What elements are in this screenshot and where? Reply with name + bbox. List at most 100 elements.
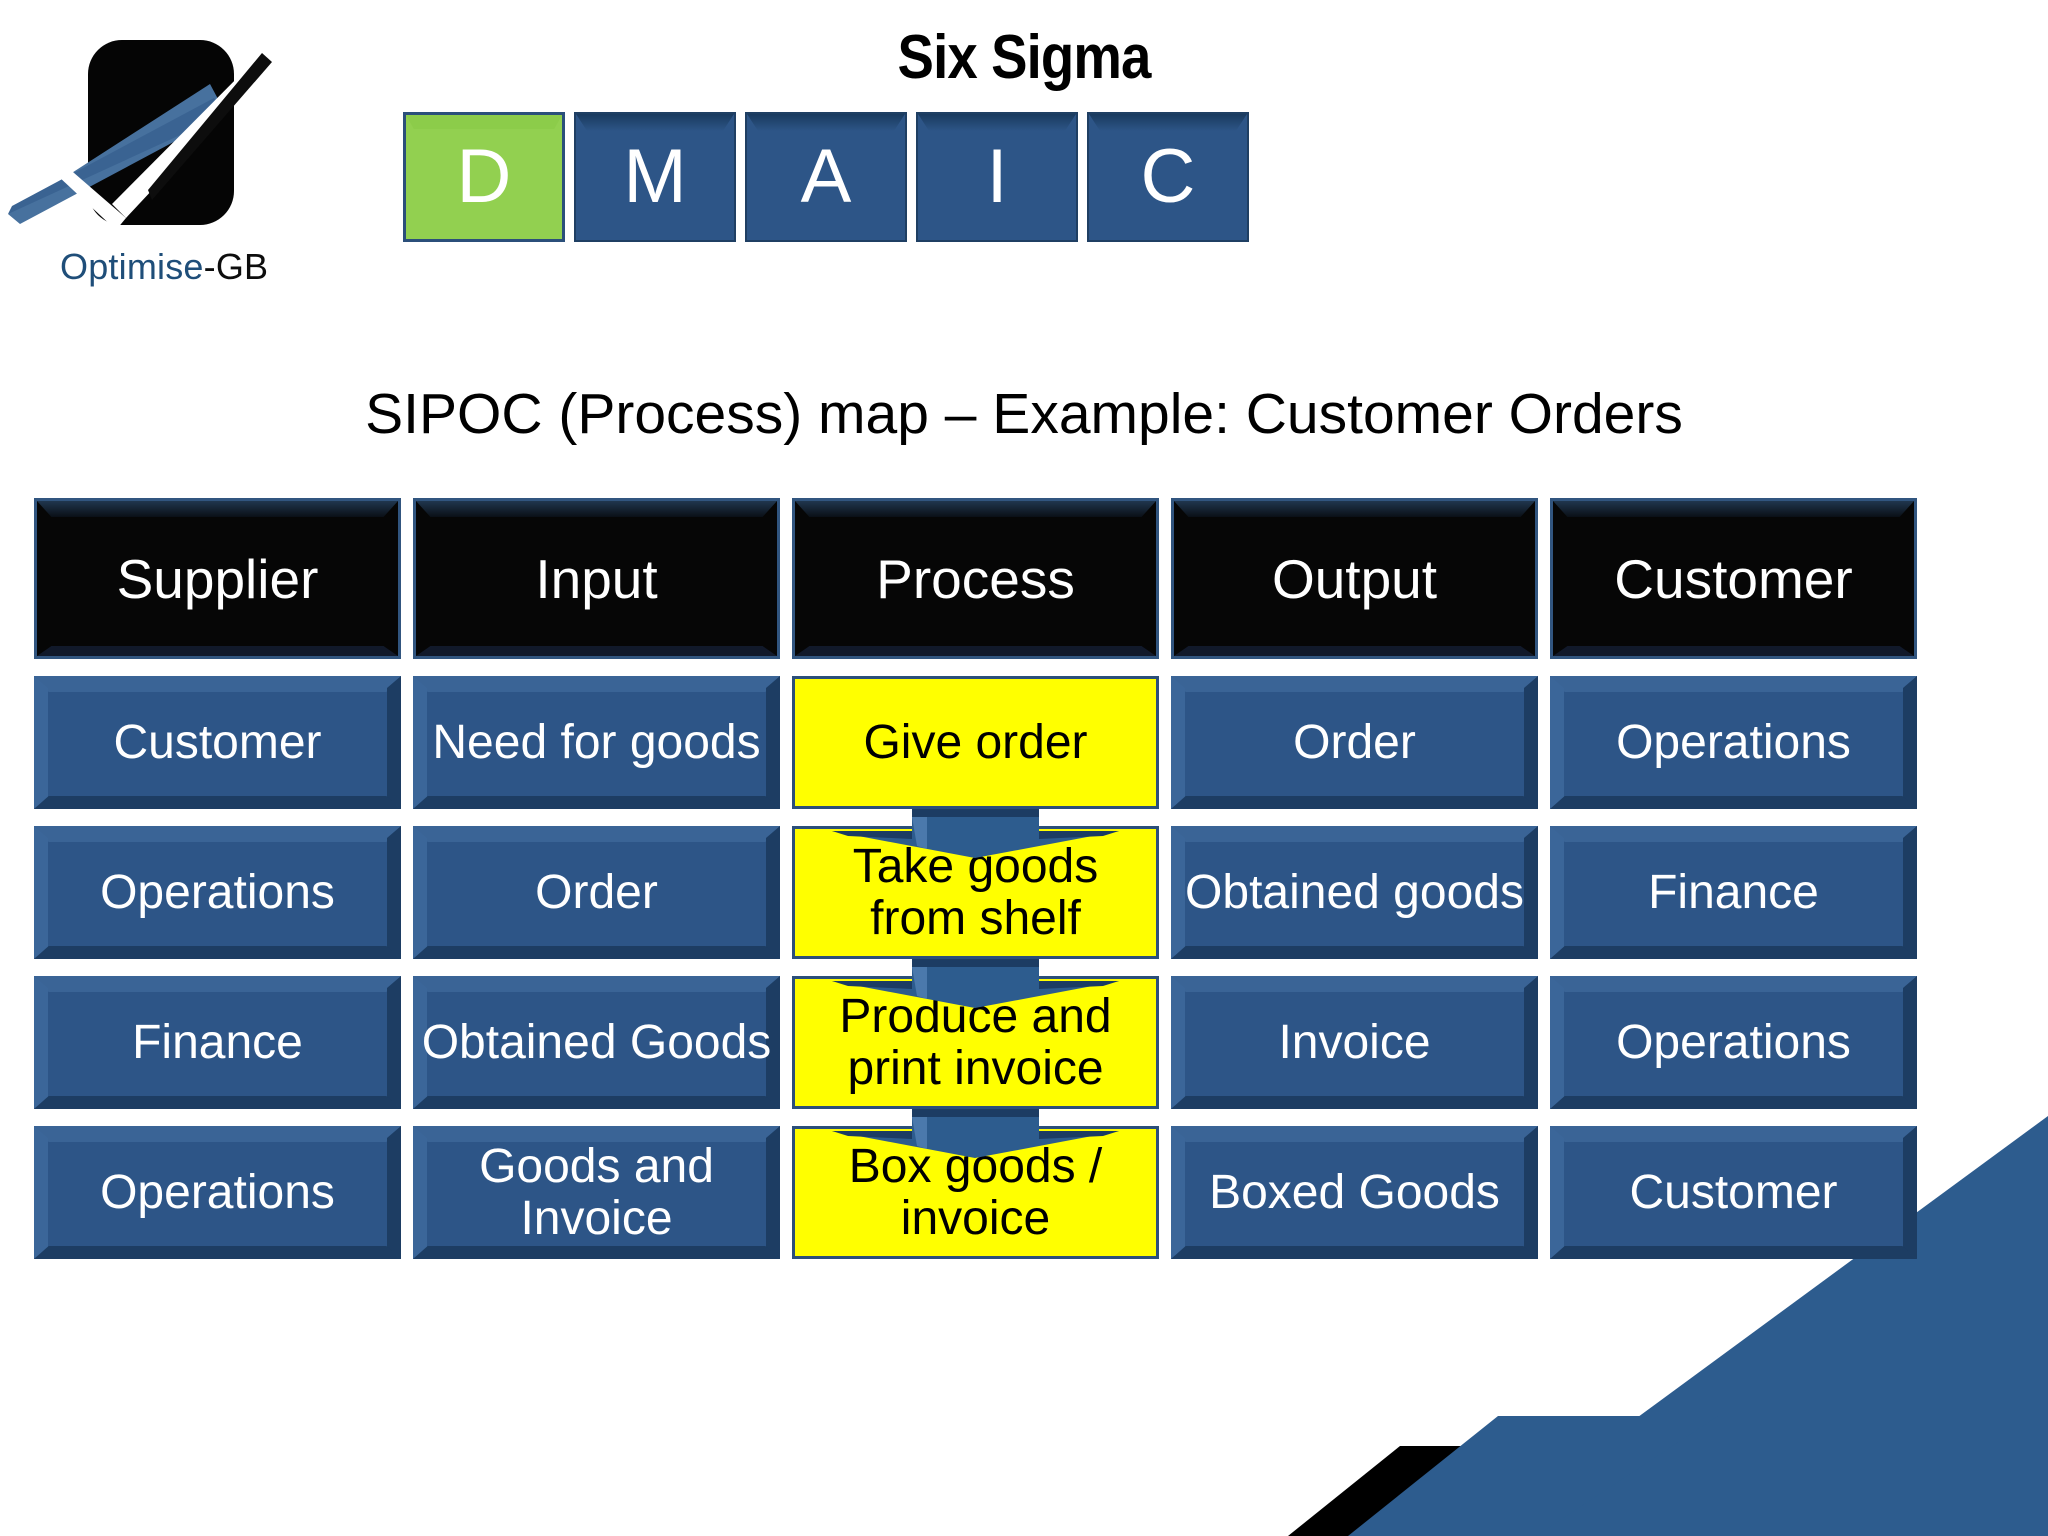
cell-label: Operations (100, 1165, 335, 1219)
dmaic-step-label: A (800, 134, 852, 219)
cell-input[interactable]: Order (413, 826, 780, 959)
bevel-left (34, 1126, 48, 1259)
column-header-process: Process (792, 498, 1159, 659)
bevel-left (1171, 676, 1185, 809)
bevel-right (387, 1126, 401, 1259)
cell-label: Invoice (1278, 1015, 1431, 1069)
bevel-left (34, 826, 48, 959)
bevel-right (1903, 1126, 1917, 1259)
dmaic-step-label: I (986, 134, 1008, 219)
cell-input[interactable]: Goods and Invoice (413, 1126, 780, 1259)
bevel-right (1524, 976, 1538, 1109)
dmaic-step-label: M (623, 134, 687, 219)
cell-output[interactable]: Obtained goods (1171, 826, 1538, 959)
cell-customer[interactable]: Operations (1550, 676, 1917, 809)
bevel-right (1903, 976, 1917, 1109)
cell-process[interactable]: Give order (792, 676, 1159, 809)
cell-label: Goods and Invoice (479, 1140, 714, 1245)
cell-output[interactable]: Invoice (1171, 976, 1538, 1109)
cell-label: Obtained goods (1185, 865, 1524, 919)
sipoc-subtitle: SIPOC (Process) map – Example: Customer … (365, 382, 1683, 446)
cell-supplier[interactable]: Operations (34, 826, 401, 959)
bevel-left (1550, 1126, 1564, 1259)
cell-customer[interactable]: Finance (1550, 826, 1917, 959)
table-row: Finance Obtained Goods Produce and print… (34, 976, 1987, 1109)
header-label: Customer (1614, 547, 1853, 610)
bevel-left (413, 1126, 427, 1259)
dmaic-step-label: D (456, 134, 512, 219)
cell-label: Operations (1616, 1015, 1851, 1069)
cell-label: Finance (132, 1015, 303, 1069)
cell-process[interactable]: Box goods / invoice (792, 1126, 1159, 1259)
cell-label: Finance (1648, 865, 1819, 919)
dmaic-step-i[interactable]: I (916, 112, 1078, 242)
cell-label: Take goods from shelf (852, 840, 1099, 945)
bevel-left (1171, 826, 1185, 959)
cell-label: Customer (1629, 1165, 1838, 1219)
dmaic-step-m[interactable]: M (574, 112, 736, 242)
column-header-customer: Customer (1550, 498, 1917, 659)
bevel-left (34, 676, 48, 809)
cell-supplier[interactable]: Operations (34, 1126, 401, 1259)
table-row: Operations Goods and Invoice Box goods /… (34, 1126, 1987, 1259)
cell-process[interactable]: Produce and print invoice (792, 976, 1159, 1109)
cell-label: Boxed Goods (1209, 1165, 1500, 1219)
header-label: Output (1271, 547, 1438, 610)
cell-label: Operations (100, 865, 335, 919)
dmaic-step-a[interactable]: A (745, 112, 907, 242)
cell-process[interactable]: Take goods from shelf (792, 826, 1159, 959)
column-header-supplier: Supplier (34, 498, 401, 659)
bevel-left (413, 976, 427, 1109)
bevel-left (1550, 826, 1564, 959)
bevel-left (413, 826, 427, 959)
header-label: Supplier (116, 547, 319, 610)
cell-label: Give order (863, 715, 1088, 769)
bevel-left (1171, 1126, 1185, 1259)
cell-output[interactable]: Boxed Goods (1171, 1126, 1538, 1259)
bevel-right (387, 826, 401, 959)
cell-label: Obtained Goods (421, 1015, 772, 1069)
bevel-right (766, 1126, 780, 1259)
dmaic-step-c[interactable]: C (1087, 112, 1249, 242)
cell-label: Need for goods (432, 715, 761, 769)
cell-customer[interactable]: Customer (1550, 1126, 1917, 1259)
page-title: Six Sigma (897, 23, 1152, 92)
header-label: Input (535, 547, 658, 610)
bevel-left (413, 676, 427, 809)
bevel-left (1550, 676, 1564, 809)
cell-supplier[interactable]: Customer (34, 676, 401, 809)
dmaic-step-d[interactable]: D (403, 112, 565, 242)
logo-word-gb: -GB (203, 246, 269, 287)
brand-logo: Optimise-GB (0, 18, 370, 308)
bevel-right (1524, 826, 1538, 959)
cell-label: Box goods / invoice (848, 1140, 1103, 1245)
table-row: Customer Need for goods Give order Order… (34, 676, 1987, 809)
bevel-right (387, 676, 401, 809)
table-header-row: Supplier Input Process Output Customer (34, 498, 1987, 659)
column-header-output: Output (1171, 498, 1538, 659)
optimise-checkmark-logo-icon (8, 53, 272, 230)
bevel-right (766, 826, 780, 959)
cell-label: Order (1293, 715, 1416, 769)
bevel-right (1903, 676, 1917, 809)
bevel-right (766, 976, 780, 1109)
header-label: Process (876, 547, 1075, 610)
dmaic-stepper: D M A I C (403, 112, 1249, 242)
bevel-right (766, 676, 780, 809)
table-row: Operations Order Take goods from shelf O… (34, 826, 1987, 959)
cell-label: Order (535, 865, 658, 919)
cell-input[interactable]: Need for goods (413, 676, 780, 809)
cell-customer[interactable]: Operations (1550, 976, 1917, 1109)
bevel-right (1524, 1126, 1538, 1259)
cell-output[interactable]: Order (1171, 676, 1538, 809)
logo-wordmark: Optimise-GB (60, 246, 268, 288)
dmaic-step-label: C (1140, 134, 1196, 219)
bevel-left (1550, 976, 1564, 1109)
cell-supplier[interactable]: Finance (34, 976, 401, 1109)
bevel-right (387, 976, 401, 1109)
cell-label: Customer (113, 715, 322, 769)
cell-label: Operations (1616, 715, 1851, 769)
cell-input[interactable]: Obtained Goods (413, 976, 780, 1109)
bevel-left (34, 976, 48, 1109)
bevel-left (1171, 976, 1185, 1109)
